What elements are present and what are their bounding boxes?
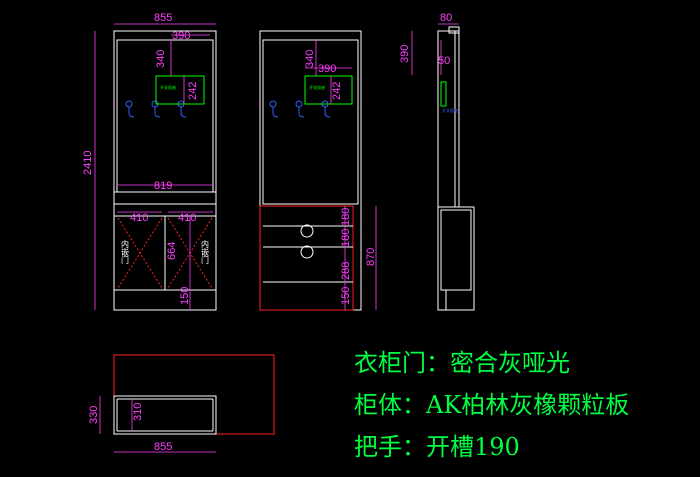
side-drawer-3-dim: 288 (340, 262, 352, 280)
note-door-finish: 衣柜门：密合灰哑光 (354, 349, 570, 377)
front-view (113, 30, 217, 311)
profile-box-label: 开关插座 (442, 107, 458, 113)
side-drawer-block (259, 205, 354, 311)
side-inner-top-dim: 390 (318, 63, 336, 75)
side-box-label: 开关插座 (309, 84, 325, 90)
side-switch-box (304, 75, 353, 105)
front-door-label-left: 内嵌门 (121, 239, 130, 265)
side-view (259, 30, 362, 311)
profile-view (437, 26, 475, 311)
side-drawer-2-dim: 180 (340, 229, 352, 247)
plan-cabinet (113, 395, 217, 435)
front-dimensions (94, 23, 216, 310)
plan-view (113, 354, 275, 435)
front-inner-width-dim: 819 (154, 180, 172, 192)
side-box-depth-dim: 340 (304, 50, 316, 68)
front-cabinet-outline (113, 30, 217, 311)
side-box-height-dim: 242 (331, 82, 343, 100)
front-door-left-dim: 410 (130, 212, 148, 224)
profile-height-dim: 390 (399, 45, 411, 63)
front-switch-box (155, 75, 205, 105)
front-box-height-dim: 242 (187, 82, 199, 100)
profile-base-unit (437, 206, 475, 311)
side-lower-height-dim: 870 (365, 248, 377, 266)
front-door-right-dim: 410 (178, 212, 196, 224)
plan-depth-outer-dim: 330 (88, 406, 100, 424)
profile-depth-dim: 80 (440, 12, 452, 24)
drawer-handle-1 (300, 224, 314, 238)
side-plinth-dim: 150 (340, 287, 352, 305)
profile-inner-dim: 50 (438, 55, 450, 67)
plan-depth-inner-dim: 310 (132, 403, 144, 421)
front-width-dim: 855 (154, 12, 172, 24)
side-drawer-1-dim: 180 (340, 208, 352, 226)
side-dimensions (305, 40, 377, 310)
note-cabinet-board: 柜体：AK柏林灰橡颗粒板 (354, 391, 630, 419)
profile-switch-box (440, 81, 447, 107)
front-door-label-right: 内嵌门 (201, 239, 210, 265)
front-box-depth-dim: 340 (155, 50, 167, 68)
plan-outline-red (113, 354, 275, 435)
front-box-label: 开关插座 (160, 84, 176, 90)
drawer-handle-2 (300, 245, 314, 259)
front-inner-top-dim: 390 (172, 30, 190, 42)
front-total-height-dim: 2410 (82, 151, 94, 175)
note-handle: 把手：开槽190 (354, 433, 520, 461)
front-plinth-dim: 150 (179, 287, 191, 305)
plan-width-dim: 855 (154, 441, 172, 453)
front-door-height-dim: 664 (166, 242, 178, 260)
